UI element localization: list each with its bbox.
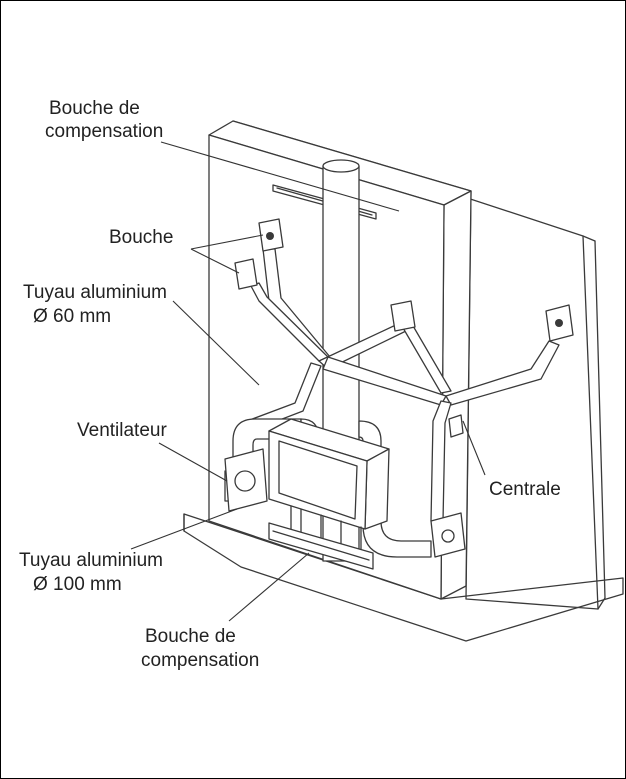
outlet-right xyxy=(545,304,574,342)
floor xyxy=(183,513,624,642)
bottom-grille xyxy=(268,522,374,570)
outlet-left xyxy=(234,258,258,290)
label-centrale: Centrale xyxy=(489,479,561,500)
centrale-unit xyxy=(448,414,464,438)
labels: Bouche de compensation Bouche Tuyau alum… xyxy=(19,98,561,671)
leader-lines xyxy=(130,141,486,622)
label-bouche-top-1: Bouche de xyxy=(49,98,140,119)
duct-60mm xyxy=(246,248,560,522)
outlet-center xyxy=(390,300,416,332)
label-tuyau-100-1: Tuyau aluminium xyxy=(19,550,163,571)
label-tuyau-60-1: Tuyau aluminium xyxy=(23,282,167,303)
label-tuyau-100-2: Ø 100 mm xyxy=(33,574,122,595)
label-bouche-bottom-1: Bouche de xyxy=(145,626,236,647)
outlet-top-left xyxy=(258,218,284,252)
label-bouche-top-2: compensation xyxy=(45,121,163,142)
label-ventilateur: Ventilateur xyxy=(77,420,167,441)
label-bouche-bottom-2: compensation xyxy=(141,650,259,671)
junction-box xyxy=(430,512,466,558)
ventilator-unit xyxy=(224,448,268,512)
label-tuyau-60-2: Ø 60 mm xyxy=(33,306,111,327)
label-bouche: Bouche xyxy=(109,227,173,248)
